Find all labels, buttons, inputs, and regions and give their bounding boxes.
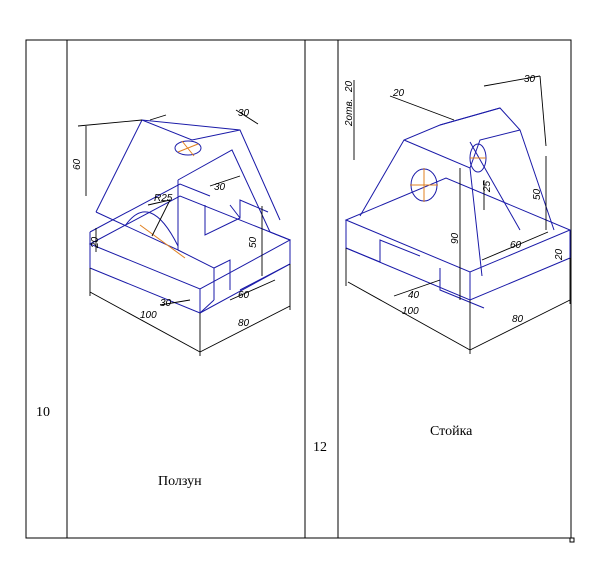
upright-outline [359,107,555,231]
dim-label: 60 [510,240,522,251]
dim-label: 25 [482,180,493,193]
table-border [25,39,572,539]
cell-number: 12 [313,440,327,455]
top-hole [174,140,202,156]
slider-drawing: 60 30 R25 30 50 20 30 60 100 80 [72,108,292,356]
dim-label: 20 [344,80,355,93]
dim-label: 30 [524,74,536,85]
drawing-caption: Ползун [158,474,202,489]
dim-label: 20 [90,236,101,249]
dim-label: 100 [140,310,157,321]
dim-label: R25 [154,193,173,204]
dim-label: 20 [554,248,565,261]
dim-label: 2отв. [344,99,355,127]
dim-label: 20 [392,88,405,99]
dim-label: 80 [512,314,524,325]
resize-handle[interactable] [569,537,575,543]
dim-label: 80 [238,318,250,329]
dim-label: 30 [160,298,172,309]
dim-label: 60 [72,158,83,170]
dim-label: 60 [238,290,250,301]
dim-label: 90 [450,232,461,244]
cell-number: 10 [36,405,50,420]
arc-cutout [124,211,179,247]
dim-label: 50 [532,188,543,200]
dim-label: 30 [238,108,250,119]
dim-label: 50 [248,236,259,248]
stand-drawing: 2отв. 20 20 30 25 50 90 60 40 100 80 20 [344,74,572,354]
dim-label: 100 [402,306,419,317]
dim-label: 40 [408,290,420,301]
drawing-caption: Стойка [430,424,473,439]
body-outline [95,119,281,221]
dim-label: 30 [214,182,226,193]
